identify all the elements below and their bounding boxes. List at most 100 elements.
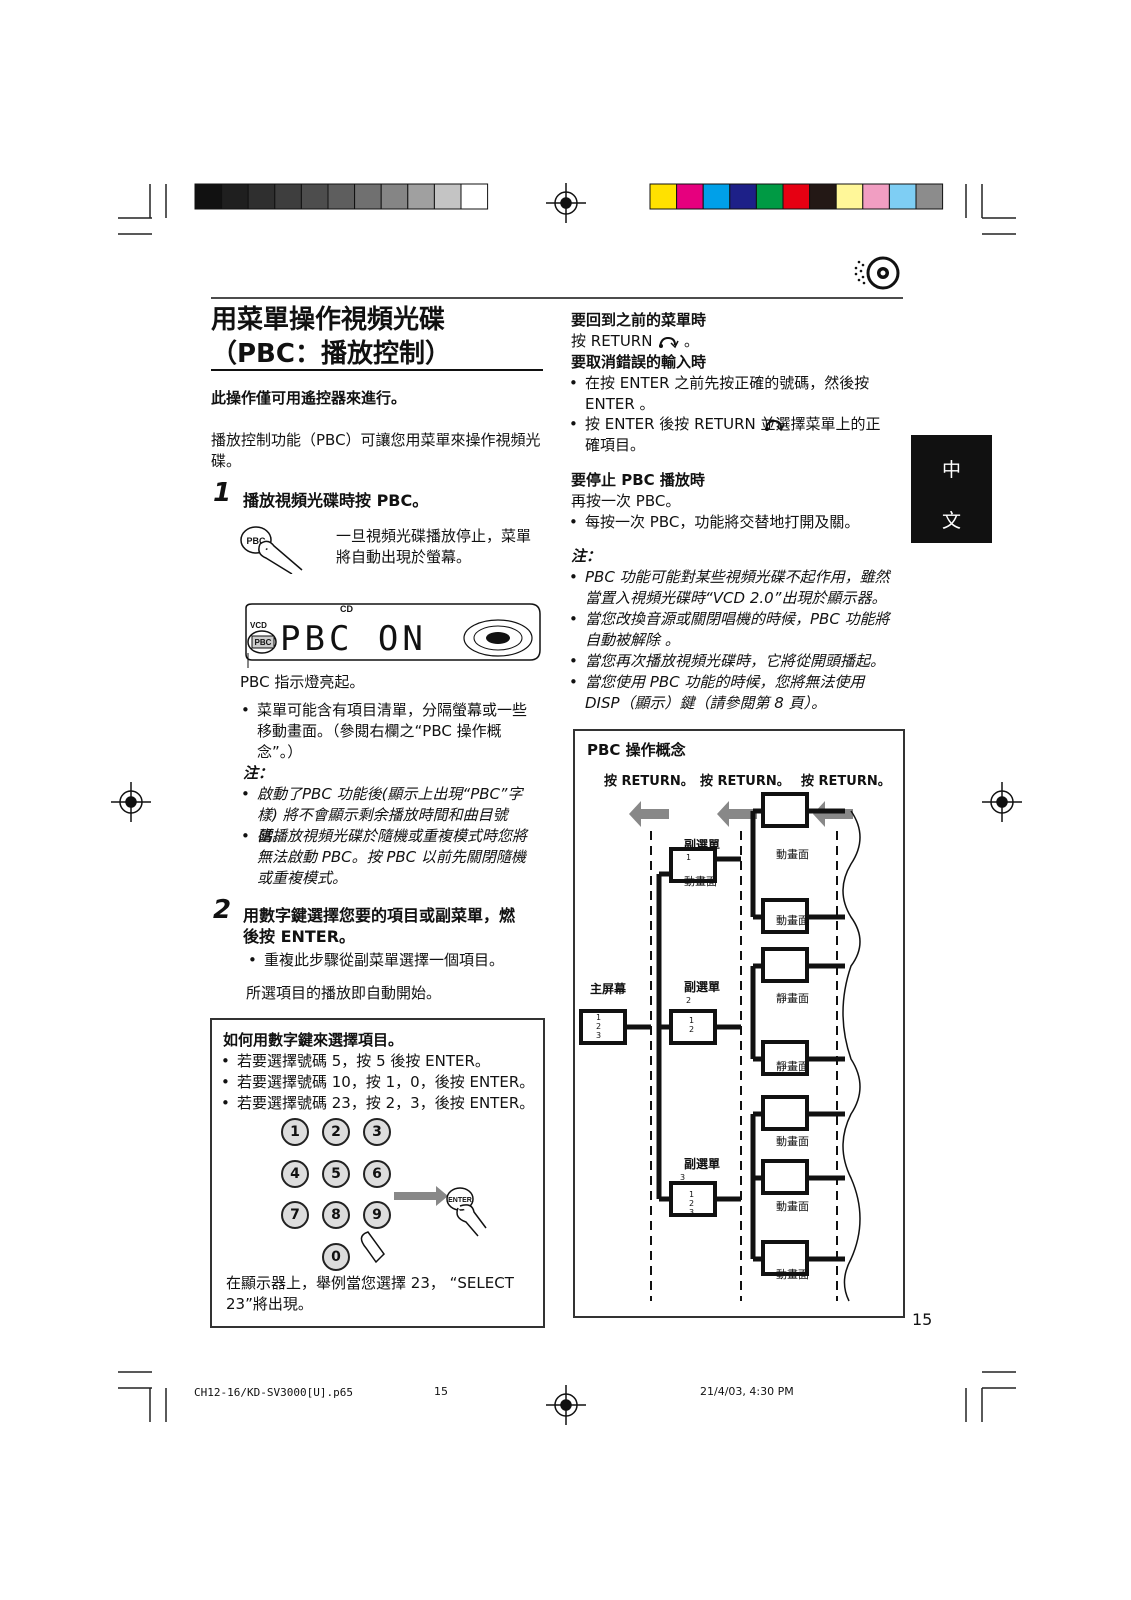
calibration-swatch <box>433 183 462 210</box>
submenu-2-list: 1 2 <box>689 1016 694 1034</box>
submenu-3-label: 副選單 <box>684 1157 721 1171</box>
enter-button[interactable]: ENTER <box>448 1197 472 1204</box>
submenu-3-num: 3 <box>680 1173 686 1182</box>
return-end: 。 <box>684 332 700 350</box>
calibration-swatch <box>327 183 356 210</box>
submenu-2-list-2: 2 <box>689 1025 695 1034</box>
step-1-title: 播放視頻光碟時按 PBC。 <box>243 491 429 510</box>
calibration-swatch <box>915 183 944 210</box>
key-2-button[interactable]: 2 <box>322 1118 350 1146</box>
main-list-1: 1 <box>596 1013 602 1022</box>
calibration-swatch <box>354 183 382 210</box>
screen-still-1: 靜畫面 <box>776 992 809 1005</box>
return-icon-2 <box>765 419 785 432</box>
page-title: 用菜單操作視頻光碟 <box>211 305 446 335</box>
calibration-swatch <box>300 183 329 210</box>
calibration-swatch <box>888 183 917 210</box>
step-1-note-2: 當播放視頻光碟於隨機或重複模式時您將無法啟動 PBC。按 PBC 以前先關閉隨機… <box>241 826 537 889</box>
return-label-2: 按 RETURN。 <box>700 774 790 789</box>
calibration-swatch <box>729 183 757 210</box>
calibration-swatch <box>862 183 890 210</box>
submenu-2-num: 2 <box>686 996 692 1005</box>
numbox-title: 如何用數字鍵來選擇項目。 <box>223 1031 404 1049</box>
pbc-concept-diagram <box>579 792 861 1302</box>
submenu-3-list-3: 3 <box>689 1208 695 1217</box>
footer-file: CH12-16/KD-SV3000[U].p65 <box>194 1386 353 1399</box>
language-tab: 中 文 <box>911 435 992 543</box>
page-subtitle: （PBC：播放控制） <box>211 339 451 369</box>
stop-title: 要停止 PBC 播放時 <box>571 471 705 489</box>
gray-calibration-bar <box>194 183 489 210</box>
main-list-3: 3 <box>596 1031 602 1040</box>
numbox-item-3: 若要選擇號碼 23，按 2，3，後按 ENTER。 <box>221 1093 534 1114</box>
right-note-1: PBC 功能可能對某些視頻光碟不起作用，雖然當置入視頻光碟時“VCD 2.0”出… <box>569 567 895 609</box>
return-line: 按 RETURN 。 <box>571 331 699 352</box>
key-1-button[interactable]: 1 <box>281 1118 309 1146</box>
key-6-button[interactable]: 6 <box>363 1160 391 1188</box>
registration-mark-icon <box>111 183 1022 1425</box>
arrow-right-icon <box>394 1186 448 1206</box>
screen-frames <box>579 792 809 1276</box>
calibration-swatch <box>460 183 489 210</box>
lcd-pbc-indicator: PBC <box>255 638 272 647</box>
footer-date: 21/4/03, 4:30 PM <box>700 1385 794 1398</box>
key-8-button[interactable]: 8 <box>322 1201 350 1229</box>
intro-text: 播放控制功能（PBC）可讓您用菜單來操作視頻光碟。 <box>211 431 541 470</box>
return-icon <box>659 336 679 348</box>
submenu-1-label: 副選單 <box>684 838 721 852</box>
calibration-swatch <box>274 183 302 210</box>
submenu-3-list: 1 2 3 <box>689 1190 694 1217</box>
submenu-2-label: 副選單 <box>684 980 721 994</box>
numbox-item-1: 若要選擇號碼 5，按 5 後按 ENTER。 <box>221 1051 490 1072</box>
step-2-auto: 所選項目的播放即自動開始。 <box>246 984 442 1002</box>
step-1-desc: 一旦視頻光碟播放停止，菜單將自動出現於螢幕。 <box>336 527 532 566</box>
pbc-button-icon: PBC <box>240 526 303 574</box>
calibration-swatch <box>407 183 435 210</box>
key-5-button[interactable]: 5 <box>322 1160 350 1188</box>
key-9-button[interactable]: 9 <box>363 1201 391 1229</box>
main-screen-list: 1 2 3 <box>596 1013 601 1040</box>
calibration-swatch <box>755 183 784 210</box>
main-list-2: 2 <box>596 1022 602 1031</box>
key-3-button[interactable]: 3 <box>363 1118 391 1146</box>
concept-title: PBC 操作概念 <box>587 741 686 759</box>
calibration-swatch <box>649 183 678 210</box>
screen-moving-4: 動畫面 <box>776 1200 809 1213</box>
lcd-vcd-label: VCD <box>250 621 267 630</box>
finger-icon <box>360 1231 385 1264</box>
calibration-swatch <box>782 183 811 210</box>
step-1-number: 1 <box>213 478 232 508</box>
calibration-swatch <box>835 183 864 210</box>
lcd-display: CD PBC ON VCD PBC <box>245 603 541 668</box>
calibration-swatch <box>676 183 704 210</box>
pbc-indicator-text: PBC 指示燈亮起。 <box>240 673 365 691</box>
key-4-button[interactable]: 4 <box>281 1160 309 1188</box>
pbc-concept-box <box>573 729 905 1318</box>
page-number: 15 <box>912 1310 933 1329</box>
submenu-3-list-1: 1 <box>689 1190 695 1199</box>
step-1-note-label: 注： <box>243 764 274 782</box>
key-0-button[interactable]: 0 <box>322 1243 350 1271</box>
screen-still-2: 靜畫面 <box>776 1060 809 1073</box>
footer-page: 15 <box>434 1385 448 1398</box>
step-1-bullet: 菜單可能含有項目清單，分隔螢幕或一些移動畫面。（參閱右欄之“PBC 操作概念”。… <box>241 700 537 763</box>
intro-bold: 此操作僅可用遙控器來進行。 <box>211 389 407 407</box>
main-screen-label: 主屏幕 <box>590 982 627 996</box>
key-7-button[interactable]: 7 <box>281 1201 309 1229</box>
calibration-swatch <box>194 183 223 210</box>
lcd-cd-label: CD <box>340 604 353 614</box>
lcd-text: PBC ON <box>280 619 427 659</box>
calibration-swatch <box>221 183 249 210</box>
stop-bullet: 每按一次 PBC，功能將交替地打開及關。 <box>569 512 885 533</box>
disc-icon <box>854 256 900 290</box>
return-label-1: 按 RETURN。 <box>604 774 694 789</box>
right-note-3: 當您再次播放視頻光碟時，它將從開頭播起。 <box>569 651 895 672</box>
return-text: 按 RETURN <box>571 332 653 350</box>
calibration-swatch <box>809 183 837 210</box>
number-keys-box <box>210 1018 545 1328</box>
numbox-item-2: 若要選擇號碼 10，按 1，0，後按 ENTER。 <box>221 1072 534 1093</box>
cancel-item-2: 按 ENTER 後按 RETURN 並選擇菜單上的正確項目。 <box>569 414 895 456</box>
calibration-swatch <box>247 183 276 210</box>
calibration-swatch <box>380 183 409 210</box>
